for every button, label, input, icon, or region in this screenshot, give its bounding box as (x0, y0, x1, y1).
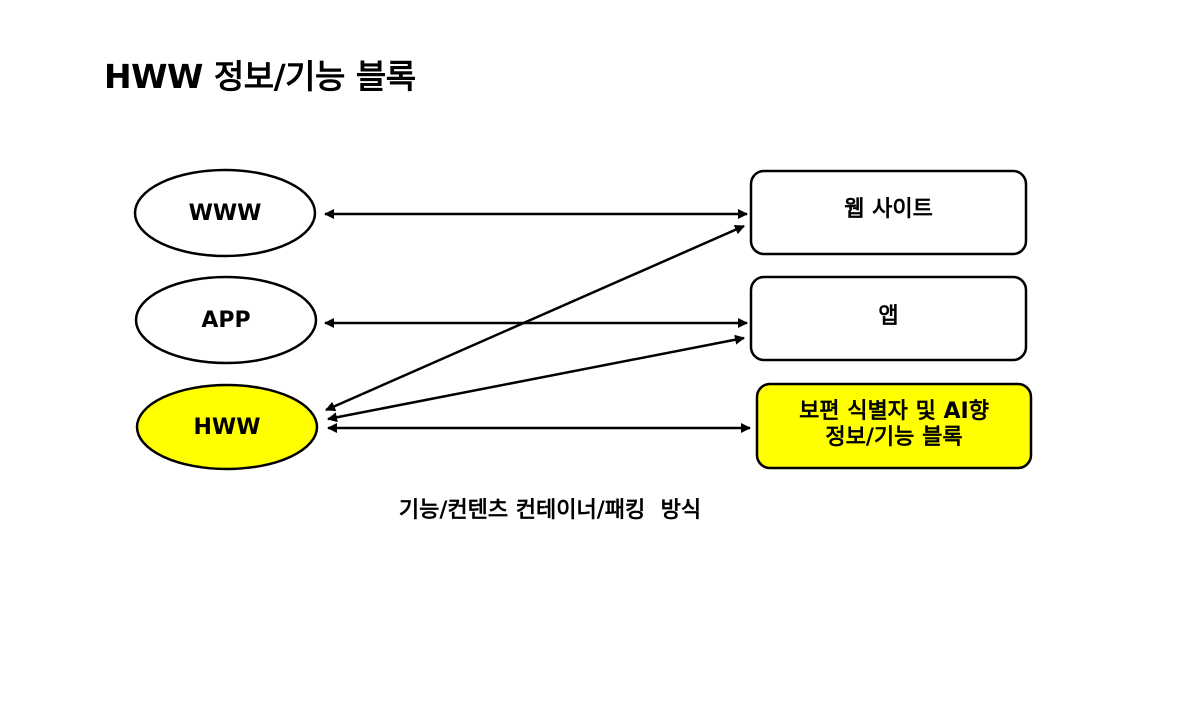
node-app-label: APP (201, 307, 251, 333)
node-website-shape (749, 169, 1028, 256)
diagram-caption: 기능/컨텐츠 컨테이너/패킹 방식 (398, 498, 702, 523)
node-app-kr-shape (749, 275, 1028, 362)
node-app-kr-label: 앱 (878, 303, 899, 329)
page-title: HWW 정보/기능 블록 (104, 57, 416, 96)
node-hww-label: HWW (193, 414, 261, 440)
node-hww-shape (135, 383, 319, 471)
node-www-label: WWW (188, 200, 262, 226)
arrow-hww-website (325, 224, 745, 412)
node-app-shape (134, 275, 318, 365)
node-universal-label-line2: 정보/기능 블록 (825, 425, 963, 450)
arrow-hww-app-kr (327, 334, 745, 423)
node-universal-shape (755, 382, 1033, 470)
node-www-shape (133, 168, 317, 258)
node-website-label: 웹 사이트 (844, 196, 933, 222)
node-universal-label-line1: 보편 식별자 및 AI향 (799, 398, 989, 424)
node-universal-label: 보편 식별자 및 AI향 정보/기능 블록 (757, 392, 1031, 458)
